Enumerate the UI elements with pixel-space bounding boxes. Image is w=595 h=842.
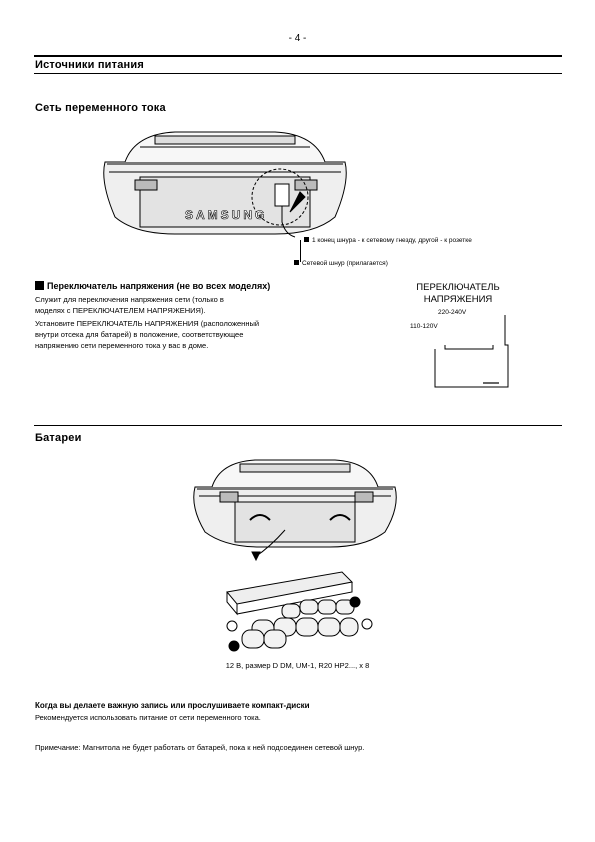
recording-heading: Когда вы делаете важную запись или просл… [35, 701, 310, 710]
callout-cord: Сетевой шнур (прилагается) [294, 260, 388, 267]
battery-compartment-illustration [226, 571, 373, 652]
boombox-ac-illustration: SAMSUNG [103, 131, 347, 238]
page-number: - 4 - [288, 33, 307, 44]
recording-text: Рекомендуется использовать питание от се… [35, 713, 261, 722]
brand-logo: SAMSUNG [185, 208, 267, 222]
callout-cord-end: 1 конец шнура - к сетевому гнезду, друго… [304, 237, 472, 244]
section-title-power: Источники питания [35, 59, 144, 71]
voltage-switch-line-5: напряжению сети переменного тока у вас в… [35, 341, 209, 350]
boombox-battery-illustration [193, 459, 397, 562]
voltage-diagram-title: ПЕРЕКЛЮЧАТЕЛЬ НАПРЯЖЕНИЯ [416, 282, 500, 305]
callout-line [300, 240, 301, 262]
voltage-switch-line-4: внутри отсека для батарей) в положение, … [35, 330, 244, 339]
section-rule-bottom [34, 73, 562, 74]
voltage-switch-line-1: Служит для переключения напряжения сети … [35, 295, 224, 304]
battery-caption: 12 В, размер D DM, UM-1, R20 HP2..., x 8 [225, 661, 370, 670]
voltage-switch-line-3: Установите ПЕРЕКЛЮЧАТЕЛЬ НАПРЯЖЕНИЯ (рас… [35, 319, 260, 328]
subsection-title-ac: Сеть переменного тока [35, 102, 166, 114]
section-rule-batteries [34, 425, 562, 426]
voltage-label-high: 220-240V [438, 309, 467, 316]
section-rule-top [34, 55, 562, 57]
voltage-label-low: 110-120V [410, 323, 438, 330]
note-text: Примечание: Магнитола не будет работать … [35, 743, 365, 752]
voltage-switch-line-2: моделях с ПЕРЕКЛЮЧАТЕЛЕМ НАПРЯЖЕНИЯ). [35, 306, 206, 315]
voltage-switch-diagram [434, 315, 509, 388]
section-title-batteries: Батареи [35, 432, 82, 444]
voltage-switch-heading: Переключатель напряжения (не во всех мод… [35, 281, 270, 291]
